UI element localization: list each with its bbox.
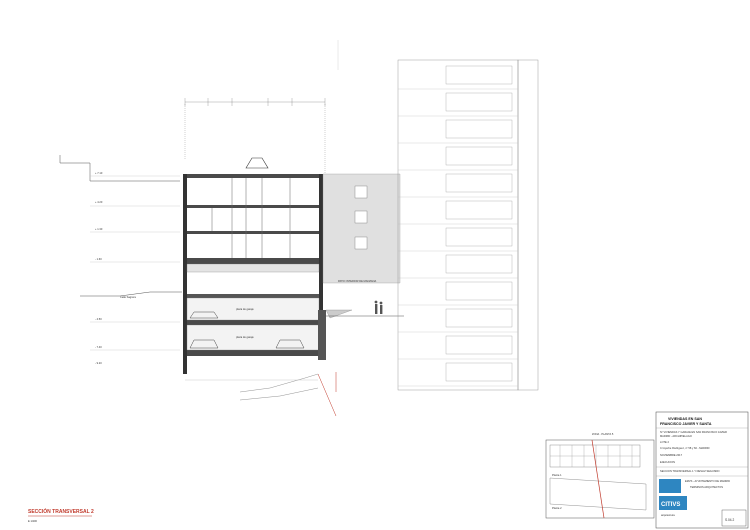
garage-labels: plaza de garaje plaza de garaje (236, 307, 254, 339)
dimension-chain (184, 98, 326, 175)
lot-label: LOTE 2 (660, 440, 669, 444)
section-title: SECCIÓN TRANSVERSAL 2 (28, 507, 94, 515)
svg-text:- 7.40: - 7.40 (95, 345, 102, 349)
terrain-left (59, 155, 182, 351)
project-line-1: Nº VIVIENDAS Y GARAJE EN SAN FRANCISCO J… (660, 430, 727, 434)
human-figures (374, 300, 383, 314)
sheet-title: SECCION TRANSVERSAL 1 Y DESLIZ SEGUNDO (660, 469, 720, 473)
firm-logo (659, 496, 687, 510)
title-block: VIVIENDAS EN SAN FRANCISCO JAVIER Y SANT… (655, 411, 749, 529)
elevation-window (445, 362, 513, 382)
garage-label-lower: plaza de garaje (236, 335, 254, 339)
elevation-window (445, 335, 513, 355)
svg-text:+ 7.10: + 7.10 (95, 171, 103, 175)
elevation-windows (398, 65, 518, 387)
key-plan: ZONA · PLANTA 5 Planta 1 Planta 2 (545, 432, 655, 519)
section-building (183, 157, 353, 374)
title-heading-2: FRANCISCO JAVIER Y SANTA (660, 422, 712, 426)
date-label: NOVIEMBRE 2017 (660, 453, 683, 457)
elevation-window (445, 281, 513, 301)
scale-note: E 1/200 (28, 519, 37, 523)
street-label: Calle Sagrera (120, 295, 136, 299)
elevation-window (445, 65, 513, 85)
client-logo (659, 479, 681, 493)
access-ramp (185, 372, 337, 417)
key-plan-label-a: Planta 1 (552, 473, 562, 477)
svg-text:+ 1.30: + 1.30 (95, 227, 103, 231)
level-markers-left: + 7.10 + 4.20 + 1.30 - 1.60 - 4.50 - 7.4… (95, 171, 103, 365)
svg-text:- 9.20: - 9.20 (95, 361, 102, 365)
svg-text:- 4.50: - 4.50 (95, 317, 102, 321)
elevation-window (445, 227, 513, 247)
patio-volume: PATIO INTERIOR DE MANZANA (322, 173, 404, 317)
sheet-number: S.04.2 (725, 518, 734, 522)
key-plan-title: ZONA · PLANTA 5 (592, 432, 614, 436)
client-line: EMVS - AYUNTAMIENTO DE MADRID (685, 479, 730, 483)
elevation-window (445, 146, 513, 166)
drawing-title: SECCIÓN TRANSVERSAL 2 E 1/200 (28, 507, 94, 523)
garage-label-upper: plaza de garaje (236, 307, 254, 311)
key-plan-label-b: Planta 2 (552, 506, 562, 510)
firm-name: CITIVS (661, 502, 680, 508)
title-heading-1: VIVIENDAS EN SAN (668, 417, 702, 421)
firm-tag: arquitectura (661, 513, 675, 517)
patio-label: PATIO INTERIOR DE MANZANA (338, 279, 377, 283)
elevation-window (445, 200, 513, 220)
svg-text:+ 4.20: + 4.20 (95, 200, 103, 204)
phase-label: EJECUCION (660, 460, 675, 464)
elevation-window (445, 308, 513, 328)
elevation-window (445, 173, 513, 193)
elevation-window (445, 254, 513, 274)
address-label: C/ Ayerbe Rodriguez, nº 58 y 60 - MADRID (660, 446, 710, 450)
elevation-window (445, 119, 513, 139)
elevation-window (445, 92, 513, 112)
svg-text:- 1.60: - 1.60 (95, 257, 102, 261)
adjacent-building-elevation (337, 40, 539, 391)
project-line-2: MADRID - ARCHIPIELAGO (660, 434, 692, 438)
architect-line: TERMINOS ARQUITECTOS (690, 485, 723, 489)
